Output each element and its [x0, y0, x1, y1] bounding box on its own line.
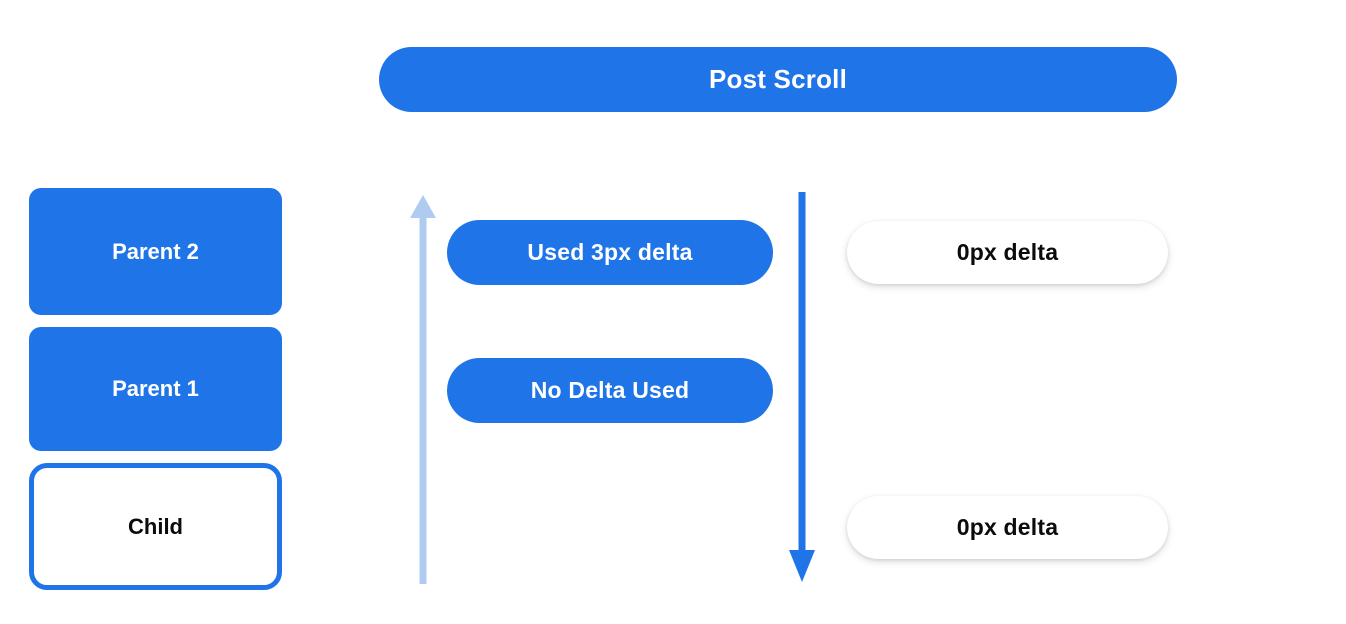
- node-stack: Parent 2 Parent 1 Child: [29, 188, 282, 590]
- pill-no-delta-used: No Delta Used: [447, 358, 773, 423]
- pill-zero-delta-top-label: 0px delta: [956, 239, 1059, 265]
- node-parent-2-label: Parent 2: [112, 238, 199, 264]
- pill-zero-delta-top: 0px delta: [847, 221, 1168, 284]
- pill-zero-delta-bottom: 0px delta: [847, 496, 1168, 559]
- node-parent-1-label: Parent 1: [112, 376, 199, 401]
- pill-used-3px-delta-label: Used 3px delta: [527, 239, 693, 265]
- pill-zero-delta-bottom-label: 0px delta: [956, 514, 1059, 540]
- header-title: Post Scroll: [708, 64, 847, 94]
- node-child[interactable]: Child: [29, 463, 282, 590]
- pill-no-delta-used-label: No Delta Used: [530, 377, 690, 403]
- scroll-up-arrow-icon: [403, 192, 443, 584]
- scroll-down-arrow-icon: [782, 192, 822, 584]
- node-child-label: Child: [128, 513, 183, 539]
- header-post-scroll-banner: Post Scroll: [379, 47, 1177, 112]
- node-parent-1[interactable]: Parent 1: [29, 327, 282, 451]
- node-parent-2[interactable]: Parent 2: [29, 188, 282, 315]
- pill-used-3px-delta: Used 3px delta: [447, 220, 773, 285]
